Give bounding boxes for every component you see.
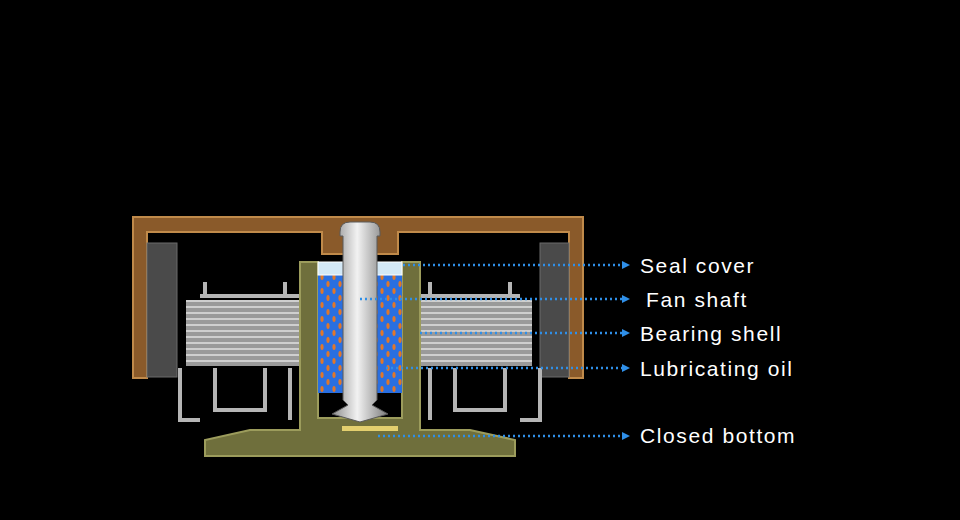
- part-label: Lubricating oil: [640, 358, 794, 379]
- part-label: Fan shaft: [646, 289, 748, 310]
- magnet: [147, 243, 177, 377]
- closed-bottom: [342, 426, 398, 431]
- fan-shaft: [332, 222, 388, 422]
- part-label: Bearing shell: [640, 323, 782, 344]
- part-label: Seal cover: [640, 255, 755, 276]
- stator-lamination: [186, 300, 300, 366]
- magnet: [540, 243, 569, 377]
- part-label: Closed bottom: [640, 425, 796, 446]
- leader-arrowhead: [622, 261, 630, 440]
- leader-line: [360, 265, 622, 436]
